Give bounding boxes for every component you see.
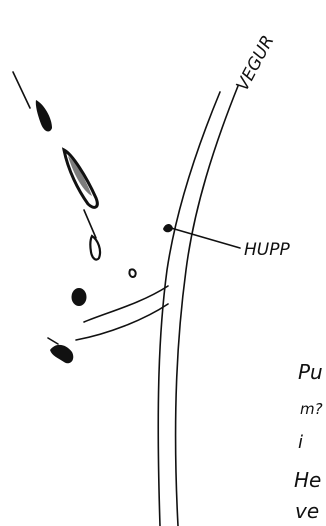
note-line-4: He bbox=[294, 468, 321, 492]
bump-leader-line bbox=[171, 228, 240, 248]
note-line-1: Pu bbox=[298, 360, 323, 384]
road-right-edge bbox=[176, 86, 238, 526]
road-left-edge bbox=[158, 92, 220, 526]
note-line-5: ve bbox=[295, 499, 319, 523]
note-line-2: m? bbox=[300, 400, 323, 418]
skid-marks bbox=[13, 72, 136, 363]
side-road-lower bbox=[76, 304, 168, 340]
note-line-3: i bbox=[298, 432, 303, 453]
road-label: VEGUR bbox=[233, 32, 279, 94]
side-road-upper bbox=[84, 286, 168, 322]
handwritten-note: Pu m? i He ve bbox=[294, 360, 323, 523]
bump-label: HUPP bbox=[244, 240, 290, 260]
